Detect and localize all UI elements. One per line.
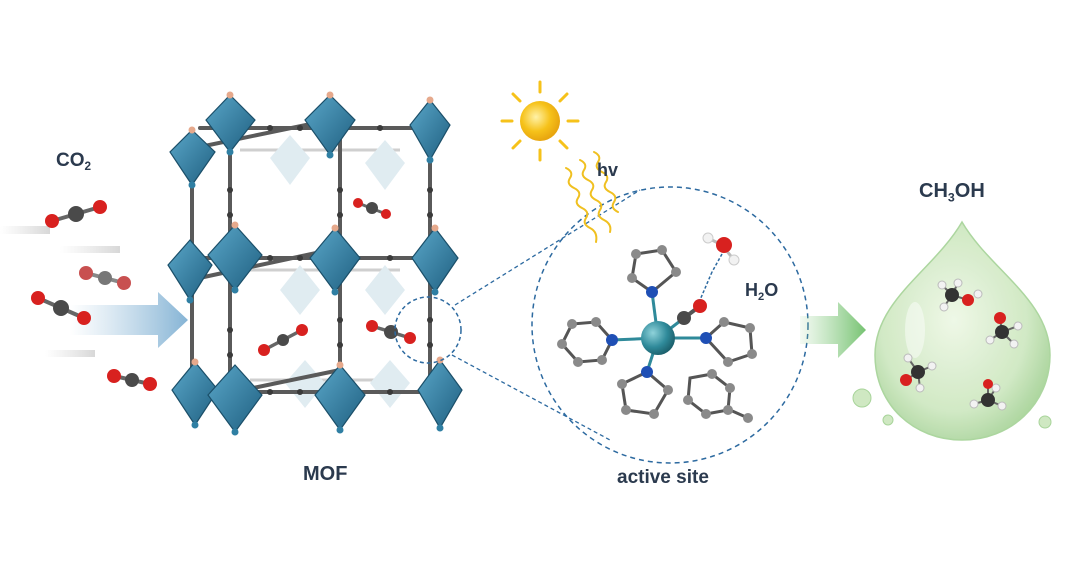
- co2-label-main: CO: [56, 150, 85, 171]
- ch3oh-label-b: OH: [954, 180, 985, 202]
- co2-molecule-icon: [107, 369, 157, 391]
- co2-label: CO2: [56, 150, 91, 173]
- methanol-molecule-icon: [900, 353, 937, 393]
- h2o-label-b: O: [764, 280, 779, 300]
- hv-label: hv: [597, 160, 619, 180]
- co2-label-sub: 2: [84, 160, 92, 174]
- methanol-molecule-icon: [969, 379, 1007, 411]
- co2-molecule-icon: [353, 198, 391, 219]
- mof-framework-icon: [167, 91, 463, 436]
- co2-molecule-icon: [31, 291, 91, 325]
- ch3oh-label-a: CH: [919, 180, 948, 202]
- zoom-line-bottom: [451, 354, 611, 441]
- water-molecule-icon: [699, 232, 740, 301]
- ch3oh-label-sub: 3: [947, 190, 955, 205]
- co2-molecule-icon: [79, 266, 131, 290]
- sun-icon: [500, 80, 580, 162]
- zoom-origin-circle: [394, 296, 462, 364]
- methanol-molecule-icon: [985, 312, 1023, 349]
- input-arrow: [70, 292, 188, 348]
- output-arrow: [800, 302, 866, 358]
- mof-label: MOF: [303, 463, 348, 485]
- ch3oh-label: CH3OH: [919, 180, 985, 204]
- light-wave-icon: [565, 151, 619, 243]
- zoom-line-top: [454, 189, 641, 306]
- active-site-label: active site: [617, 467, 709, 488]
- methanol-molecule-icon: [937, 278, 983, 312]
- co2-molecule-icon: [258, 324, 308, 356]
- co2-molecule-icon: [45, 200, 107, 228]
- metal-complex-icon: [557, 245, 757, 423]
- motion-streaks: [0, 226, 120, 357]
- co2-molecule-icon: [366, 320, 416, 344]
- h2o-label-a: H: [745, 280, 758, 300]
- h2o-label-sub: 2: [758, 290, 765, 303]
- droplet-icon: [852, 220, 1052, 441]
- h2o-label: H2O: [745, 280, 778, 303]
